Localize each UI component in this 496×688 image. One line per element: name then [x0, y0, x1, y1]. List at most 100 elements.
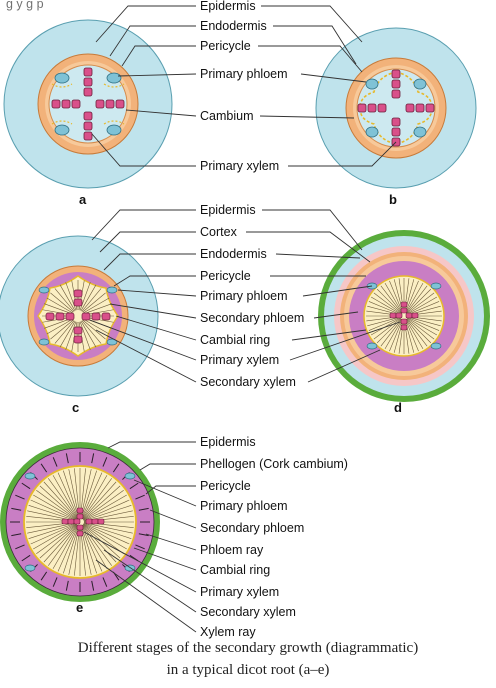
xylem-ray-line [44, 303, 73, 315]
panel-c: c [0, 235, 159, 415]
labels-ab: Epidermis Endodermis Pericycle Primary p… [200, 0, 288, 173]
labels-e: Epidermis Phellogen (Cork cambium) Peric… [200, 435, 348, 639]
xylem-ray-line [376, 288, 402, 314]
xylem-ray-line [81, 525, 103, 572]
xylem-ray-line [50, 292, 74, 313]
label-e-epidermis: Epidermis [200, 435, 256, 449]
xylem-ray-line [83, 490, 124, 520]
label-cd-secondary-phloem: Secondary phloem [200, 311, 304, 325]
phloem-ray-line [112, 463, 120, 473]
labels-cd: Epidermis Cortex Endodermis Pericycle Pr… [200, 203, 304, 389]
xylem-ray-line [80, 284, 97, 311]
phloem-ray-line [135, 544, 145, 550]
xylem-ray-line [39, 485, 78, 520]
phloem-ray-line [21, 554, 31, 562]
phloem-ray-line [91, 580, 95, 591]
label-cd-secondary-xylem: Secondary xylem [200, 375, 296, 389]
phloem-ray-line [11, 533, 22, 537]
panel-a: a [3, 19, 173, 207]
panel-b: b [315, 27, 477, 207]
xylem-ray-line [59, 321, 76, 348]
xylem-ray-line [82, 292, 106, 313]
xylem-ray-line [83, 303, 112, 315]
xylem-ray-line [81, 320, 102, 344]
label-e-primary-xylem: Primary xylem [200, 585, 279, 599]
xylem-ray-line [406, 285, 428, 314]
phloem-ray-line [138, 533, 149, 537]
xylem-ray-line [407, 296, 438, 315]
label-cd-epidermis: Epidermis [200, 203, 256, 217]
xylem-ray-line [83, 494, 127, 521]
xylem-ray-line [389, 319, 403, 352]
xylem-ray-line [406, 288, 432, 314]
xylem-ray-line [83, 523, 130, 545]
phloem-ray-line [52, 577, 58, 587]
xylem-ray-line [82, 485, 121, 520]
xylem-ray-line [43, 481, 78, 520]
label-cd-endodermis: Endodermis [200, 247, 267, 261]
xylem-ray-line [373, 292, 402, 314]
xylem-ray-line [384, 319, 403, 350]
label-ab-epidermis: Epidermis [200, 0, 256, 13]
xylem-ray-line [63, 525, 80, 574]
phloem-ray-line [65, 453, 69, 464]
leader-lines-ab [91, 5, 397, 167]
xylem-ray-line [368, 301, 401, 315]
xylem-ray-line [407, 301, 440, 315]
panel-d: d [318, 230, 490, 415]
leader-lines-e [83, 441, 197, 633]
xylem-ray-line [370, 296, 401, 315]
xylem-ray-line [54, 288, 75, 312]
phloem-ray-line [21, 482, 31, 490]
xylem-ray-line [83, 523, 127, 550]
xylem-ray-line [30, 499, 77, 521]
xylem-ray-line [407, 317, 440, 331]
xylem-ray-line [380, 318, 402, 347]
xylem-ray-line [43, 524, 78, 563]
phloem-ray-line [135, 494, 145, 500]
xylem-ray-line [406, 292, 435, 314]
phloem-ray-line [15, 544, 25, 550]
xylem-ray-line [83, 522, 133, 534]
phloem-ray-line [102, 577, 108, 587]
xylem-ray-line [389, 280, 403, 313]
xylem-ray-line [28, 522, 77, 539]
xylem-ray-line [373, 318, 402, 340]
xylem-ray-line [48, 478, 78, 519]
phloem-ray-line [138, 507, 149, 511]
label-ab-pericycle: Pericycle [200, 39, 251, 53]
xylem-ray-line [406, 318, 428, 347]
xylem-ray-line [57, 525, 79, 572]
xylem-ray-line [80, 525, 97, 574]
label-cd-primary-phloem: Primary phloem [200, 289, 288, 303]
xylem-ray-line [59, 284, 76, 311]
xylem-ray-line [54, 320, 75, 344]
panel-b-letter: b [389, 192, 397, 207]
xylem-ray-line [52, 475, 79, 519]
xylem-ray-line [81, 472, 103, 519]
xylem-ray-line [50, 319, 74, 340]
xylem-ray-line [36, 490, 77, 520]
xylem-ray-line [82, 524, 117, 563]
xylem-ray-line [83, 524, 124, 554]
xylem-ray-line [46, 297, 73, 314]
xylem-ray-line [83, 522, 132, 539]
xylem-ray-line [83, 297, 110, 314]
xylem-ray-line [81, 288, 102, 312]
panel-a-letter: a [79, 192, 87, 207]
xylem-ray-line [380, 285, 402, 314]
phloem-ray-line [65, 580, 69, 591]
xylem-ray-line [52, 525, 79, 569]
top-cropped-text: g y g p [6, 0, 44, 11]
label-ab-primary-xylem: Primary xylem [200, 159, 279, 173]
xylem-ray-line [63, 470, 80, 519]
label-ab-cambium: Cambium [200, 109, 254, 123]
xylem-ray-line [46, 318, 73, 335]
xylem-ray-line [48, 525, 78, 566]
xylem-ray-line [33, 494, 77, 521]
panel-c-letter: c [72, 400, 79, 415]
panel-d-letter: d [394, 400, 402, 415]
xylem-ray-line [384, 282, 403, 313]
phloem-ray-line [40, 463, 48, 473]
